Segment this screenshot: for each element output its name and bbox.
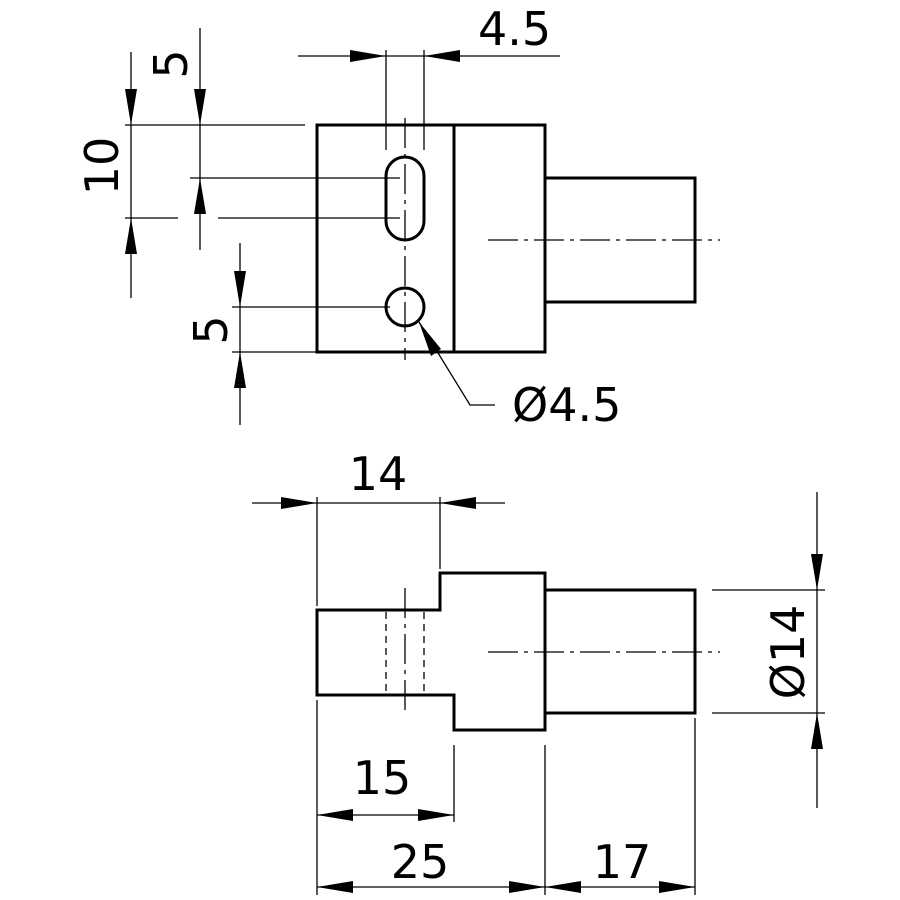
dim-slot-offset: 5 — [144, 28, 400, 250]
dim-slot-length-label: 10 — [75, 137, 129, 196]
dim-slot-position: 15 — [316, 700, 455, 895]
dim-shaft-length-label: 17 — [593, 835, 652, 889]
dim-step-length: 14 — [252, 447, 505, 606]
dim-shaft-length: 17 — [545, 718, 696, 895]
dim-body-length-label: 25 — [391, 835, 450, 889]
dim-slot-length: 10 — [75, 52, 400, 298]
dim-shaft-diameter-label: Ø14 — [761, 605, 815, 700]
dim-step-length-label: 14 — [349, 447, 408, 501]
dim-hole-diameter-label: Ø4.5 — [512, 378, 621, 432]
dim-slot-position-label: 15 — [353, 751, 412, 805]
top-body-outline — [315, 123, 547, 354]
dim-slot-width: 4.5 — [298, 2, 560, 150]
side-body-outline — [315, 571, 547, 732]
dim-hole-offset-label: 5 — [184, 315, 238, 344]
dim-hole-diameter: Ø4.5 — [418, 321, 621, 432]
dim-slot-offset-label: 5 — [144, 49, 198, 78]
side-view: 14 Ø14 15 25 — [252, 447, 825, 895]
dim-body-length: 25 — [317, 745, 546, 895]
top-view: 4.5 5 10 5 — [75, 2, 720, 432]
dim-slot-width-label: 4.5 — [478, 2, 551, 56]
dim-hole-offset: 5 — [184, 243, 390, 425]
dim-shaft-diameter: Ø14 — [712, 492, 825, 808]
